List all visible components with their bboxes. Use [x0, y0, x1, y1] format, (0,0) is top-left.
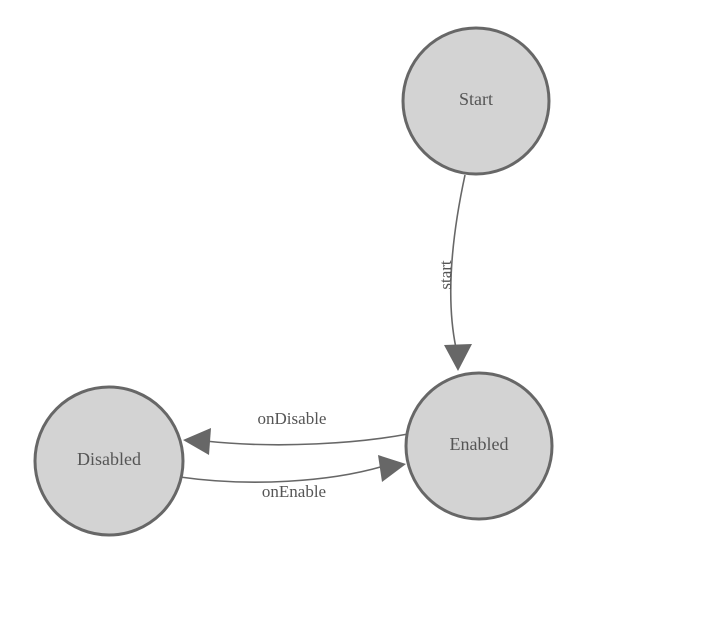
edge-path-disabled-to-enabled — [179, 465, 385, 483]
arrowhead-right-icon — [378, 455, 406, 482]
node-start-label: Start — [459, 89, 493, 109]
node-disabled-label: Disabled — [77, 449, 141, 469]
node-enabled-label: Enabled — [450, 434, 509, 454]
node-disabled-circle — [33, 385, 185, 537]
node-start-circle — [401, 26, 551, 176]
edge-label-onenable: onEnable — [262, 482, 326, 501]
edge-path-enabled-to-disabled — [204, 433, 409, 446]
arrowhead-left-icon — [183, 428, 211, 455]
arrowhead-down-icon — [444, 344, 472, 371]
edge-path-start-to-enabled — [449, 174, 466, 349]
node-start[interactable]: Start — [401, 26, 551, 176]
edge-start-to-enabled[interactable]: start — [436, 174, 472, 371]
edge-label-ondisable: onDisable — [258, 409, 327, 428]
edge-enabled-to-disabled[interactable]: onDisable — [183, 409, 409, 455]
node-enabled-circle — [404, 371, 554, 521]
node-disabled[interactable]: Disabled — [33, 385, 185, 537]
edge-label-start: start — [436, 260, 455, 290]
node-enabled[interactable]: Enabled — [404, 371, 554, 521]
edge-disabled-to-enabled[interactable]: onEnable — [179, 455, 406, 501]
